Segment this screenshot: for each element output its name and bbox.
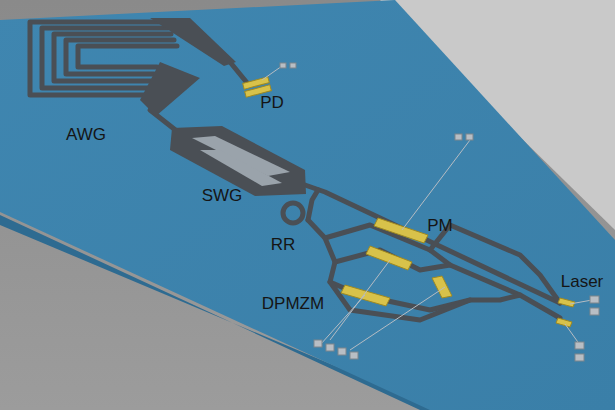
part-label: RR [271,236,296,253]
star-coupler [140,62,200,116]
part-label: PD [260,94,284,111]
ring-resonator [283,203,303,223]
wires [262,66,592,350]
waveguides [30,22,560,320]
star-coupler [150,18,236,66]
part-label: SWG [202,187,243,204]
contact-pads [280,63,599,361]
part-label: PM [427,217,453,234]
swg-slot [200,150,282,186]
swg-block [170,126,306,196]
part-label: AWG [66,126,106,143]
electrodes [243,77,575,327]
part-label: Laser [561,273,604,290]
part-label: DPMZM [262,295,324,312]
